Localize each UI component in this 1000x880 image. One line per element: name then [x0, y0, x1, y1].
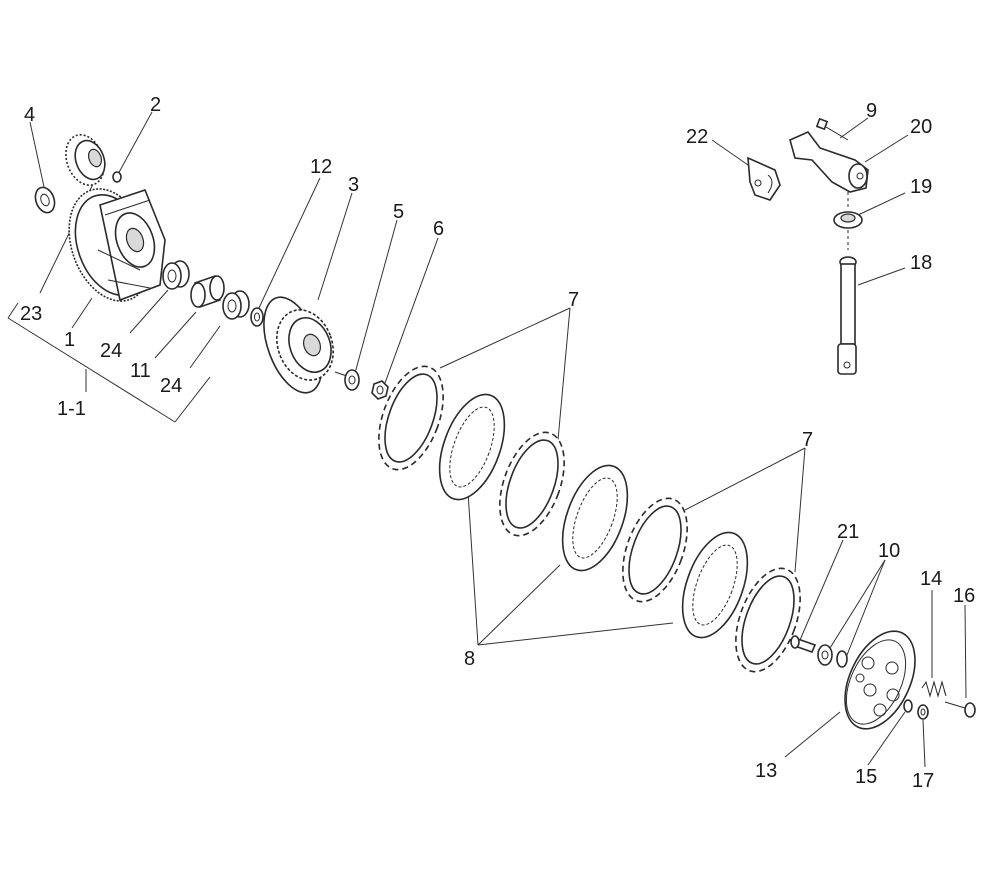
part-screw-9 — [815, 117, 849, 141]
part-labels: 1 1-1 2 3 4 5 6 7 7 8 9 10 11 12 13 14 1… — [20, 94, 975, 792]
label-1-1: 1-1 — [57, 398, 86, 420]
part-lever-20 — [789, 131, 869, 193]
part-pushrod-21 — [790, 635, 817, 654]
label-12: 12 — [310, 156, 332, 178]
part-sleeve-11 — [190, 274, 225, 309]
part-small-gear-23 — [65, 134, 106, 186]
part-friction-plate-7b — [499, 431, 565, 537]
label-1: 1 — [64, 329, 75, 351]
label-2: 2 — [150, 94, 161, 116]
part-steel-plate-8c — [681, 531, 749, 639]
label-16: 16 — [953, 585, 975, 607]
part-nut-6 — [371, 380, 389, 400]
label-11: 11 — [130, 360, 151, 382]
label-6: 6 — [433, 218, 444, 240]
label-5: 5 — [393, 201, 404, 223]
part-spring-14 — [921, 680, 947, 698]
part-bearing-10 — [817, 644, 833, 666]
part-steel-plate-8b — [561, 464, 629, 572]
leader-lines — [7, 111, 967, 768]
part-friction-plate-7a — [378, 365, 444, 471]
label-20: 20 — [910, 116, 932, 138]
label-7-upper: 7 — [568, 289, 579, 311]
label-15: 15 — [855, 766, 877, 788]
part-bracket-22 — [747, 156, 781, 201]
label-24-a: 24 — [100, 340, 122, 362]
part-washer-15 — [903, 699, 913, 713]
label-10: 10 — [878, 540, 900, 562]
label-22: 22 — [686, 126, 708, 148]
label-21: 21 — [837, 521, 859, 543]
label-17: 17 — [912, 770, 934, 792]
part-washer-12 — [250, 307, 264, 327]
label-24-b: 24 — [160, 375, 182, 397]
part-needle-bearing-24b — [222, 290, 250, 320]
part-steel-plate-8a — [438, 393, 506, 501]
label-14: 14 — [920, 568, 942, 590]
part-needle-bearing-24a — [162, 260, 190, 290]
part-washer-10 — [836, 650, 848, 668]
part-clutch-housing-1 — [68, 188, 166, 302]
label-13: 13 — [755, 760, 777, 782]
part-pressure-plate-13 — [844, 630, 916, 730]
label-9: 9 — [866, 100, 877, 122]
part-bolt-16 — [944, 701, 976, 718]
label-3: 3 — [348, 174, 359, 196]
label-7-lower: 7 — [802, 429, 813, 451]
part-washer-4 — [34, 186, 56, 214]
part-friction-plate-7d — [735, 567, 801, 673]
part-clutch-hub-3 — [263, 296, 335, 394]
label-23: 23 — [20, 303, 42, 325]
label-19: 19 — [910, 176, 932, 198]
part-shaft-18 — [837, 256, 857, 375]
part-bushing-2 — [112, 171, 122, 183]
label-8: 8 — [464, 648, 475, 670]
part-washer-5 — [334, 369, 360, 391]
part-seal-19 — [833, 192, 863, 250]
part-friction-plate-7c — [622, 497, 688, 603]
part-nut-17 — [917, 704, 929, 720]
label-18: 18 — [910, 252, 932, 274]
label-4: 4 — [24, 104, 35, 126]
